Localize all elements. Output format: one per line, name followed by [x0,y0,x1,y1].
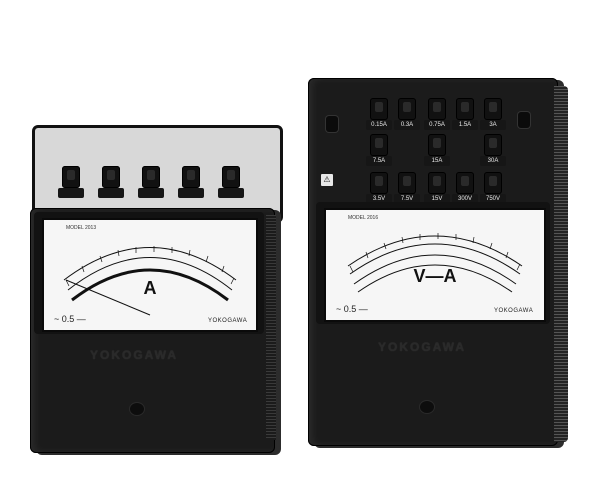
terminal[interactable]: 7.5A [366,134,392,168]
terminal[interactable]: 750V [480,172,506,206]
left-ammeter: MODEL 2013 A ~ 0.5 — YOKOGAWA YOKOGAWA [30,120,283,455]
terminal[interactable]: 15A [424,134,450,168]
terminal[interactable]: 0.15A [366,98,392,132]
terminal[interactable]: 15V [424,172,450,206]
terminal[interactable] [178,166,204,200]
zero-adjust-knob[interactable] [420,401,434,413]
unit-label: A [143,278,157,298]
right-meter-face: MODEL 2016 V—A ~ 0.5 — YOKOGAWA [324,208,546,322]
right-volt-ammeter: 0.15A 0.3A 0.75A 1.5A 3A 7.5A 15A 30A 3.… [308,78,573,450]
left-terminal-row [52,166,262,206]
face-symbols: ~ 0.5 — [336,304,368,314]
side-jack-right[interactable] [518,112,530,128]
face-symbols: ~ 0.5 — [54,314,86,324]
model-text: MODEL 2013 [66,225,97,231]
terminal[interactable]: 0.3A [394,98,420,132]
terminal[interactable]: 7.5V [394,172,420,206]
terminal[interactable]: 30A [480,134,506,168]
terminal[interactable] [218,166,244,200]
terminal[interactable] [138,166,164,200]
zero-adjust-knob[interactable] [130,403,144,415]
left-meter-face: MODEL 2013 A ~ 0.5 — YOKOGAWA [42,218,258,332]
face-brand: YOKOGAWA [208,318,248,324]
case-brand: YOKOGAWA [378,340,467,354]
case-brand: YOKOGAWA [90,348,179,362]
left-scale-arc [63,246,237,316]
left-side-ribs [266,215,276,440]
terminal[interactable]: 300V [452,172,478,206]
unit-label: V—A [413,266,457,286]
terminal[interactable]: 0.75A [424,98,450,132]
model-text: MODEL 2016 [348,215,379,221]
warning-icon: ⚠ [321,174,333,186]
face-brand: YOKOGAWA [494,308,534,314]
terminal[interactable]: 1.5A [452,98,478,132]
side-jack-left[interactable] [326,116,338,132]
terminal[interactable]: 3.5V [366,172,392,206]
right-scale-arc [347,233,523,293]
right-terminal-grid: 0.15A 0.3A 0.75A 1.5A 3A 7.5A 15A 30A 3.… [362,98,512,208]
terminal[interactable] [98,166,124,200]
terminal[interactable]: 3A [480,98,506,132]
right-side-shade [554,86,568,442]
terminal[interactable] [58,166,84,200]
